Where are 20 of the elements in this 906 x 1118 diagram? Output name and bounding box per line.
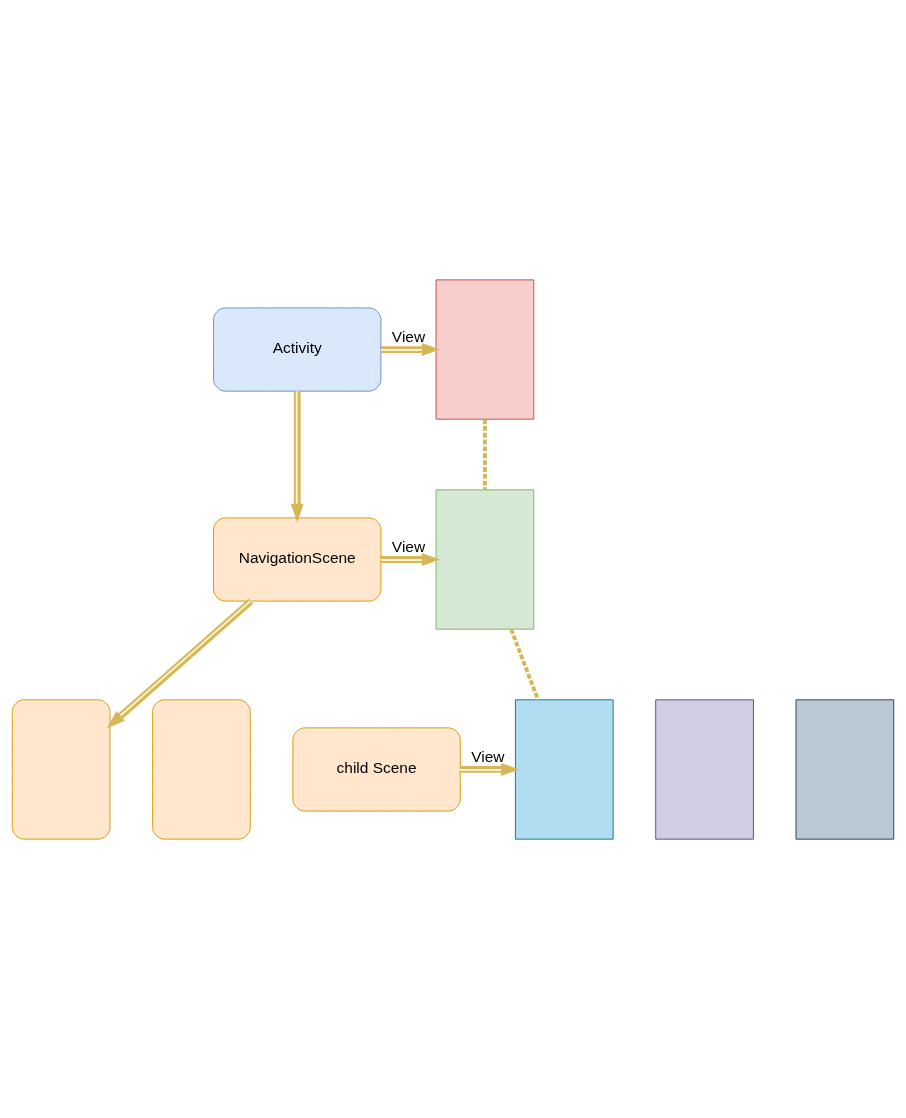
edge-label: View bbox=[391, 537, 426, 555]
arrow bbox=[290, 390, 304, 522]
node-box bbox=[795, 698, 895, 840]
node-box: NavigationScene bbox=[213, 516, 382, 602]
edge-label: View bbox=[471, 747, 505, 765]
node-box bbox=[11, 698, 111, 840]
arrow bbox=[380, 552, 441, 566]
connector bbox=[509, 628, 540, 700]
arrow bbox=[380, 342, 441, 356]
arrow bbox=[106, 598, 254, 728]
node-box bbox=[435, 278, 535, 420]
node-box: Activity bbox=[213, 306, 382, 392]
node-box bbox=[655, 698, 754, 840]
connector bbox=[483, 419, 487, 490]
node-box bbox=[514, 698, 614, 840]
arrow bbox=[460, 762, 520, 776]
node-box bbox=[152, 698, 251, 840]
edge-label: View bbox=[391, 327, 426, 345]
node-box bbox=[435, 488, 535, 630]
node-box: child Scene bbox=[292, 726, 461, 812]
